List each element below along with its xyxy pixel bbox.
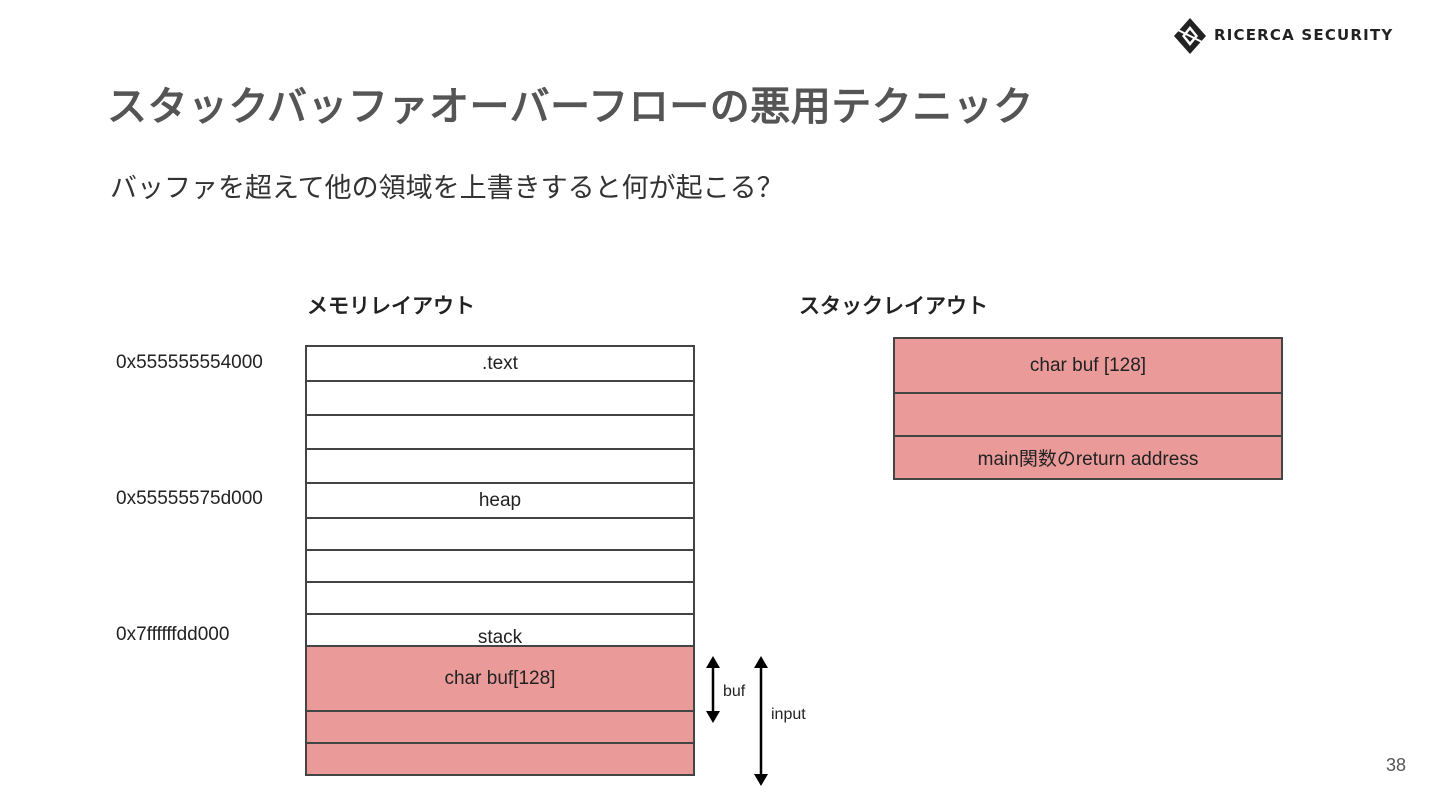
diamond-logo-icon bbox=[1174, 18, 1206, 54]
address-text: 0x555555554000 bbox=[116, 352, 263, 373]
page-number: 38 bbox=[1385, 755, 1406, 775]
stack-layout-heading: スタックレイアウト bbox=[799, 294, 988, 318]
stack-label: stack bbox=[477, 627, 523, 648]
memory-cell bbox=[305, 581, 695, 615]
memory-cell bbox=[305, 414, 695, 450]
memory-cell bbox=[305, 448, 695, 484]
memory-layout-heading: メモリレイアウト bbox=[307, 294, 475, 318]
ricerca-logo: RICERCA SECURITY bbox=[1170, 17, 1420, 55]
memory-cell-char-buf: char buf[128] bbox=[305, 645, 695, 712]
buf-arrow-icon bbox=[706, 656, 720, 723]
stack-cell-char-buf: char buf [128] bbox=[893, 337, 1283, 394]
input-arrow-icon bbox=[754, 656, 768, 786]
buf-label: buf bbox=[723, 683, 746, 700]
logo-text: RICERCA SECURITY bbox=[1214, 26, 1394, 44]
slide-subtitle: バッファを超えて他の領域を上書きすると何が起こる？ bbox=[110, 173, 784, 204]
memory-cell bbox=[305, 517, 695, 551]
address-heap: 0x55555575d000 bbox=[116, 488, 263, 509]
memory-cell-heap: heap bbox=[305, 482, 695, 519]
memory-cell-text: .text bbox=[305, 345, 695, 382]
input-label: input bbox=[771, 706, 806, 723]
memory-cell-overflow bbox=[305, 710, 695, 744]
slide-title: スタックバッファオーバーフローの悪用テクニック bbox=[107, 84, 1034, 130]
size-arrows bbox=[706, 656, 768, 786]
memory-cell-stack: stack bbox=[305, 613, 695, 648]
address-stack: 0x7ffffffdd000 bbox=[116, 624, 230, 645]
memory-cell bbox=[305, 549, 695, 583]
stack-cell bbox=[893, 392, 1283, 437]
memory-cell-overflow bbox=[305, 742, 695, 776]
stack-cell-return-address: main関数のreturn address bbox=[893, 435, 1283, 480]
memory-cell bbox=[305, 380, 695, 416]
